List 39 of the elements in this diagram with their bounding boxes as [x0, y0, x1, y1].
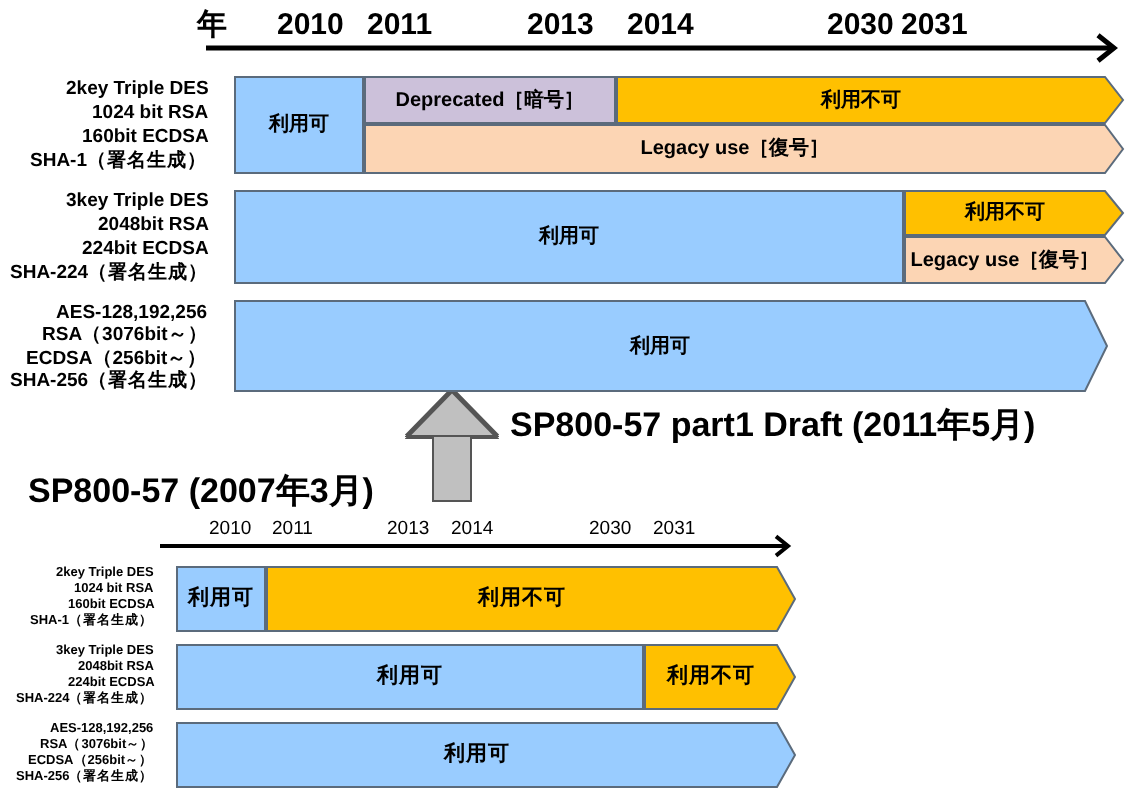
algorithm-label: 1024 bit RSA [92, 104, 209, 124]
panel-heading: SP800-57 (2007年3月) [28, 474, 374, 510]
algorithm-label: 2048bit RSA [98, 216, 209, 236]
year-label: 2011 [272, 520, 313, 540]
algorithm-label: SHA-224（署名生成） [10, 264, 209, 284]
algorithm-label: ECDSA（256bit～） [26, 350, 208, 370]
year-label: 2030 [827, 10, 894, 42]
timeline-bar: 利用可 [176, 566, 266, 632]
timeline-arrow-bar: 利用不可 [644, 644, 796, 710]
algorithm-label: SHA-256（署名生成） [10, 372, 209, 392]
year-label: 2010 [277, 10, 344, 42]
timeline-arrow-bar: Legacy use［復号］ [364, 124, 1124, 174]
year-label: 2013 [387, 520, 430, 540]
timeline-bar: 利用可 [234, 190, 904, 284]
timeline-arrow-bar: 利用不可 [266, 566, 796, 632]
timeline-arrow-bar: 利用可 [176, 722, 796, 788]
algorithm-label: SHA-1（署名生成） [30, 152, 208, 172]
timeline-bar: 利用可 [234, 76, 364, 174]
year-label: 2031 [901, 10, 968, 42]
year-label: 2031 [653, 520, 696, 540]
timeline-arrow-bar: 利用可 [234, 300, 1108, 392]
year-label: 2030 [589, 520, 632, 540]
timeline-bar: 利用可 [176, 644, 644, 710]
algorithm-label: RSA（3076bit～） [42, 326, 208, 346]
algorithm-label: 3key Triple DES [66, 192, 209, 212]
algorithm-label: AES-128,192,256 [56, 304, 208, 324]
algorithm-label: 160bit ECDSA [82, 128, 209, 148]
year-label: 2010 [209, 520, 252, 540]
year-label: 2011 [367, 10, 433, 42]
timeline-arrow-bar: Legacy use［復号］ [904, 236, 1124, 284]
timeline-arrow-bar: 利用不可 [616, 76, 1124, 124]
year-label: 2014 [451, 520, 494, 540]
axis-unit-label: 年 [197, 10, 227, 42]
timeline-bar: Deprecated［暗号］ [364, 76, 616, 124]
year-label: 2014 [627, 10, 694, 42]
block-arrow [408, 391, 496, 500]
algorithm-label: 224bit ECDSA [82, 240, 209, 260]
year-label: 2013 [527, 10, 594, 42]
timeline-arrow-bar: 利用不可 [904, 190, 1124, 236]
